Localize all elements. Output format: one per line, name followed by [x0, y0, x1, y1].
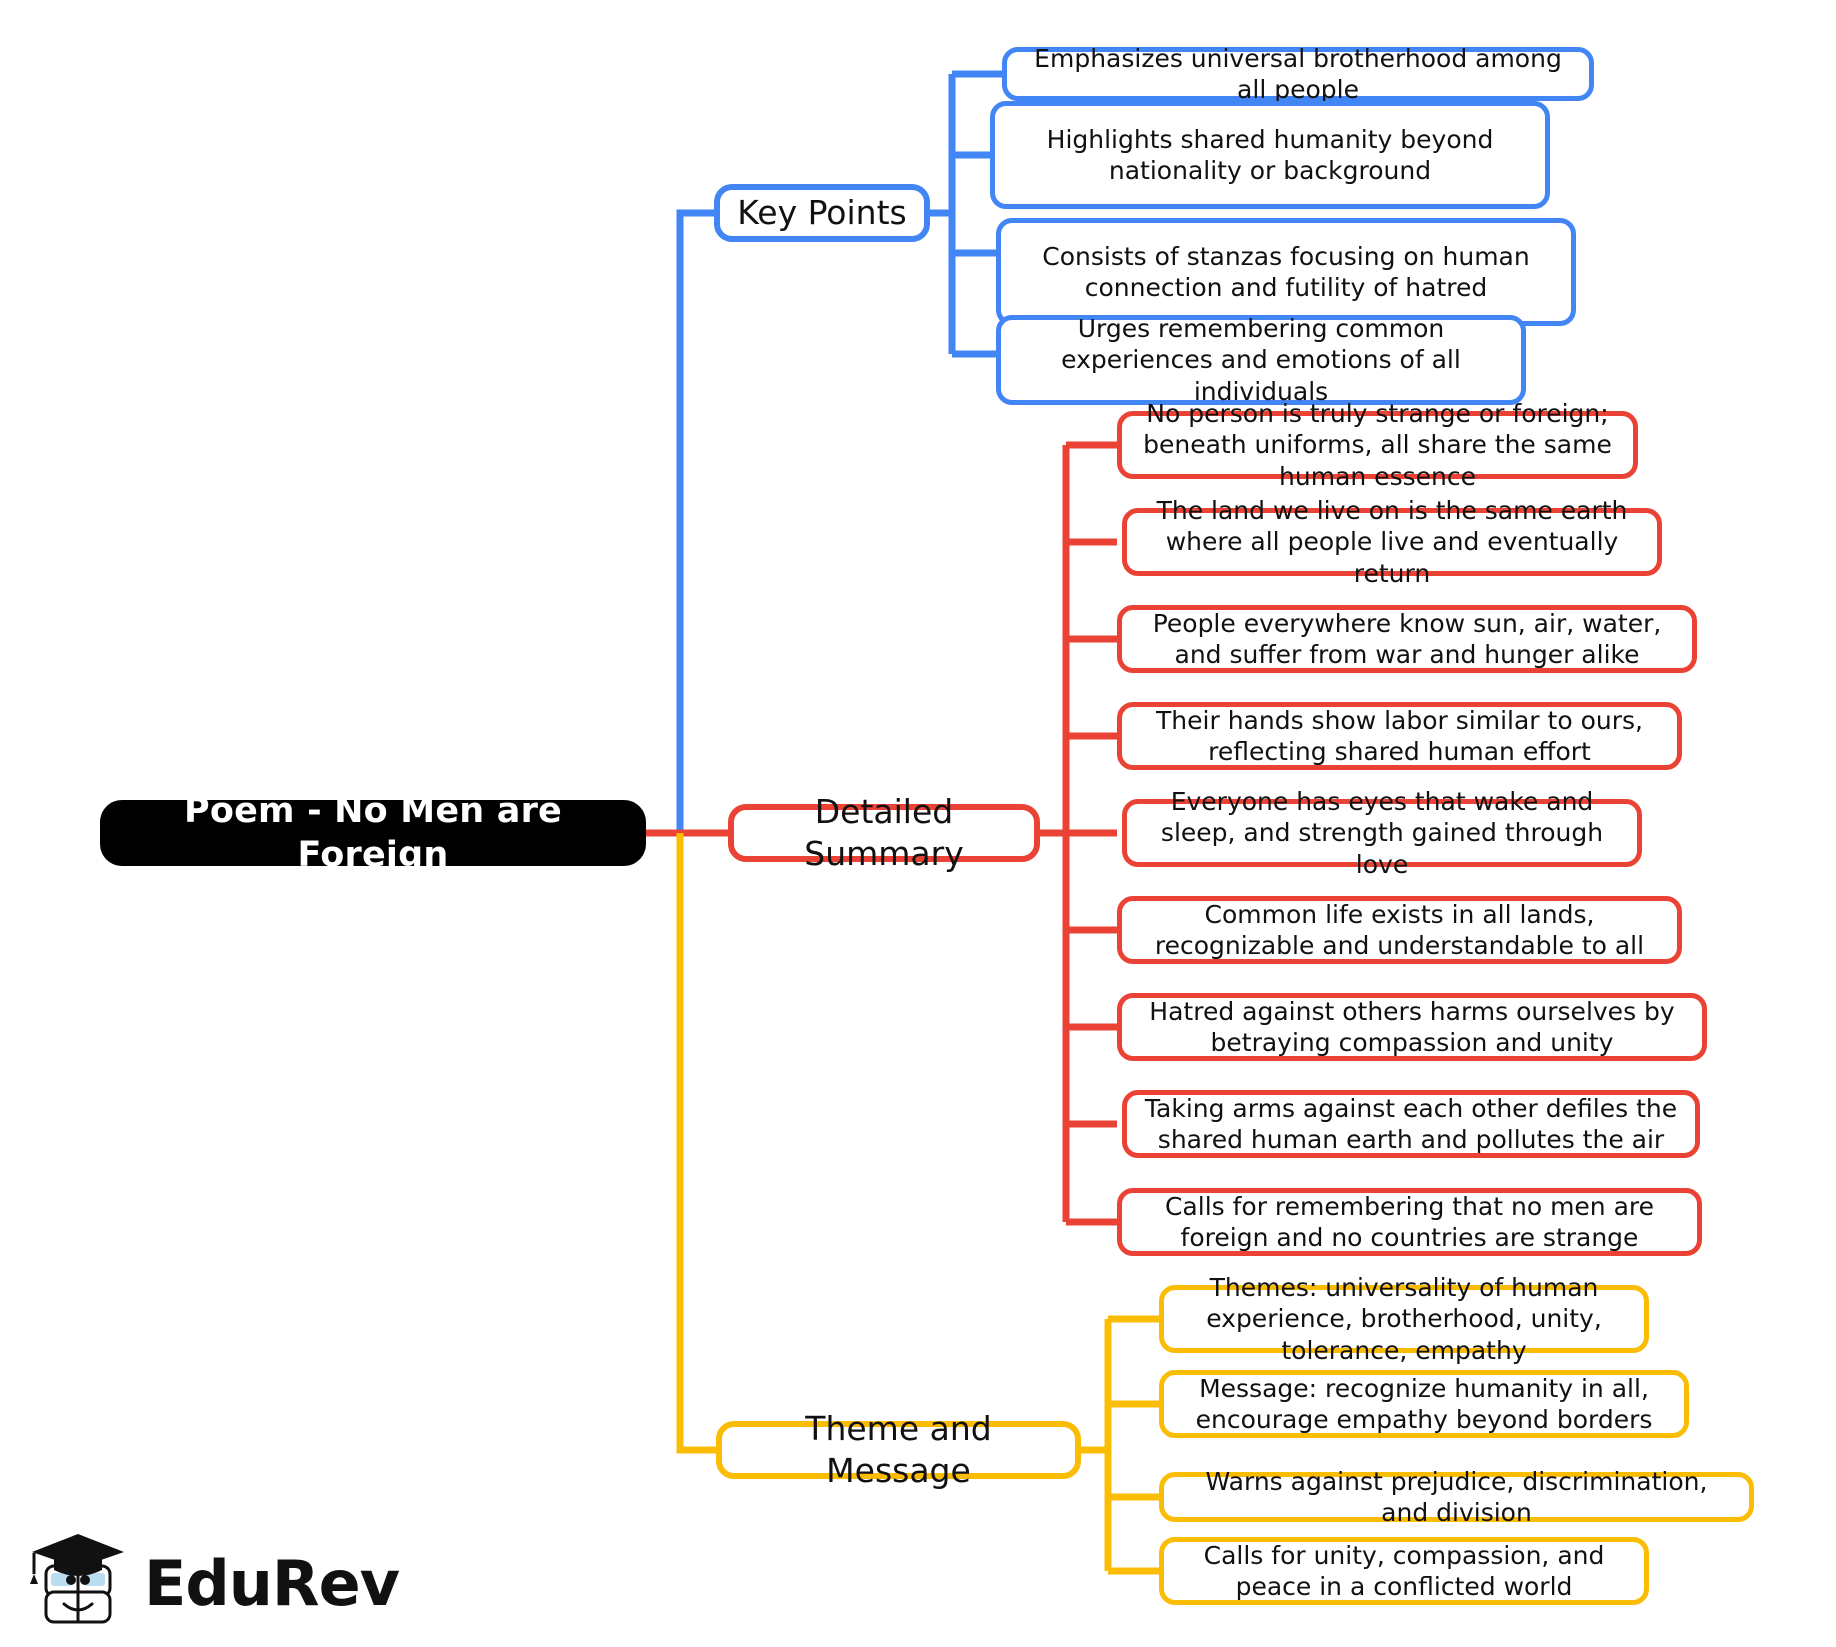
- leaf-node-detailed-summary-8[interactable]: Taking arms against each other defiles t…: [1122, 1090, 1700, 1158]
- leaf-node-label: Urges remembering common experiences and…: [1061, 313, 1461, 406]
- leaf-node-theme-1[interactable]: Themes: universality of human experience…: [1159, 1273, 1649, 1365]
- leaf-node-label: Themes: universality of human experience…: [1206, 1272, 1602, 1365]
- branch-node-detailed-summary-label: Detailed Summary: [804, 792, 964, 873]
- graduation-cap-book-mascot-icon: [26, 1532, 130, 1636]
- leaf-node-detailed-summary-2[interactable]: The land we live on is the same earth wh…: [1122, 496, 1662, 588]
- leaf-node-label: Hatred against others harms ourselves by…: [1149, 996, 1675, 1058]
- leaf-node-theme-3[interactable]: Warns against prejudice, discrimination,…: [1159, 1467, 1754, 1527]
- branch-node-key-points[interactable]: Key Points: [714, 184, 930, 242]
- leaf-node-detailed-summary-7[interactable]: Hatred against others harms ourselves by…: [1117, 993, 1707, 1061]
- edurev-wordmark: EduRev: [144, 1547, 400, 1620]
- leaf-node-detailed-summary-5[interactable]: Everyone has eyes that wake and sleep, a…: [1122, 787, 1642, 879]
- leaf-node-label: Taking arms against each other defiles t…: [1144, 1093, 1678, 1155]
- leaf-node-label: Emphasizes universal brotherhood among a…: [1034, 43, 1562, 105]
- leaf-node-key-points-4[interactable]: Urges remembering common experiences and…: [996, 313, 1526, 406]
- leaf-node-label: Warns against prejudice, discrimination,…: [1205, 1466, 1708, 1528]
- leaf-node-label: Calls for unity, compassion, and peace i…: [1203, 1540, 1605, 1602]
- root-node-label: Poem - No Men are Foreign: [183, 790, 562, 875]
- leaf-node-label: Highlights shared humanity beyond nation…: [1046, 124, 1494, 186]
- branch-node-theme-and-message[interactable]: Theme and Message: [716, 1409, 1081, 1490]
- leaf-node-detailed-summary-6[interactable]: Common life exists in all lands, recogni…: [1117, 896, 1682, 964]
- leaf-node-theme-4[interactable]: Calls for unity, compassion, and peace i…: [1159, 1537, 1649, 1605]
- leaf-node-label: The land we live on is the same earth wh…: [1156, 495, 1628, 588]
- branch-node-theme-and-message-label: Theme and Message: [805, 1409, 992, 1490]
- leaf-node-label: Everyone has eyes that wake and sleep, a…: [1160, 786, 1604, 879]
- leaf-node-label: Calls for remembering that no men are fo…: [1164, 1191, 1655, 1253]
- leaf-node-label: Their hands show labor similar to ours, …: [1156, 705, 1643, 767]
- leaf-node-label: Consists of stanzas focusing on human co…: [1042, 241, 1530, 303]
- leaf-node-label: Common life exists in all lands, recogni…: [1154, 899, 1645, 961]
- leaf-node-key-points-3[interactable]: Consists of stanzas focusing on human co…: [996, 218, 1576, 326]
- edurev-logo: EduRev: [26, 1528, 400, 1640]
- leaf-node-theme-2[interactable]: Message: recognize humanity in all, enco…: [1159, 1370, 1689, 1438]
- leaf-node-detailed-summary-1[interactable]: No person is truly strange or foreign; b…: [1117, 399, 1638, 491]
- leaf-node-detailed-summary-3[interactable]: People everywhere know sun, air, water, …: [1117, 605, 1697, 673]
- leaf-node-label: People everywhere know sun, air, water, …: [1152, 608, 1662, 670]
- root-node[interactable]: Poem - No Men are Foreign: [100, 791, 646, 875]
- leaf-node-label: No person is truly strange or foreign; b…: [1143, 398, 1612, 491]
- branch-node-key-points-label: Key Points: [737, 193, 907, 233]
- leaf-node-label: Message: recognize humanity in all, enco…: [1195, 1373, 1653, 1435]
- branch-node-detailed-summary[interactable]: Detailed Summary: [728, 792, 1040, 873]
- leaf-node-detailed-summary-9[interactable]: Calls for remembering that no men are fo…: [1117, 1188, 1702, 1256]
- leaf-node-key-points-2[interactable]: Highlights shared humanity beyond nation…: [990, 101, 1550, 209]
- leaf-node-detailed-summary-4[interactable]: Their hands show labor similar to ours, …: [1117, 702, 1682, 770]
- leaf-node-key-points-1[interactable]: Emphasizes universal brotherhood among a…: [1002, 44, 1594, 104]
